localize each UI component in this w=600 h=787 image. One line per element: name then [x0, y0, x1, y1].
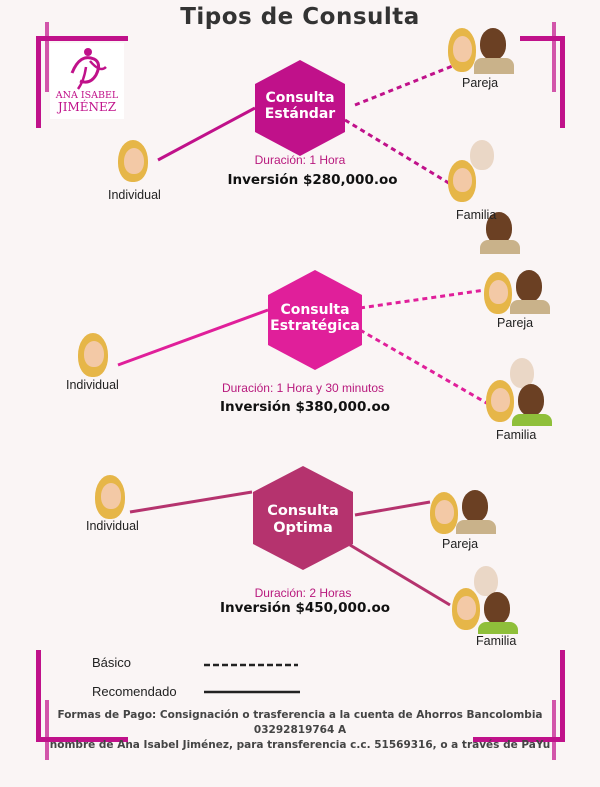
legend-recomendado: Recomendado — [92, 684, 177, 699]
logo-line1: ANA ISABEL — [55, 90, 119, 101]
brand-logo: ANA ISABEL JIMÉNEZ — [50, 43, 124, 119]
label-individual: Individual — [66, 378, 119, 392]
duration-text: Duración: 2 Horas — [254, 586, 352, 600]
duration-text: Duración: 1 Hora — [254, 153, 346, 167]
logo-line2: JIMÉNEZ — [57, 100, 117, 114]
payment-line1: Formas de Pago: Consignación o trasferen… — [57, 709, 543, 737]
payment-line2: nombre de Ana Isabel Jiménez, para trans… — [49, 739, 551, 752]
label-individual: Individual — [86, 519, 139, 533]
label-familia: Familia — [496, 428, 537, 442]
legend-basico: Básico — [92, 655, 132, 670]
label-pareja: Pareja — [462, 76, 499, 90]
price-text: Inversión $380,000.oo — [219, 399, 391, 415]
price-text: Inversión $450,000.oo — [219, 600, 391, 616]
label-familia: Familia — [456, 208, 497, 222]
price-text: Inversión $280,000.oo — [227, 172, 398, 188]
page-title: Tipos de Consulta — [180, 4, 420, 30]
payment-info: Formas de Pago: Consignación o trasferen… — [40, 708, 560, 754]
dancer-logo-icon — [70, 48, 107, 90]
label-pareja: Pareja — [442, 537, 479, 551]
label-familia: Familia — [476, 634, 517, 648]
label-individual: Individual — [108, 188, 161, 202]
duration-text: Duración: 1 Hora y 30 minutos — [221, 381, 385, 395]
label-pareja: Pareja — [497, 316, 534, 330]
